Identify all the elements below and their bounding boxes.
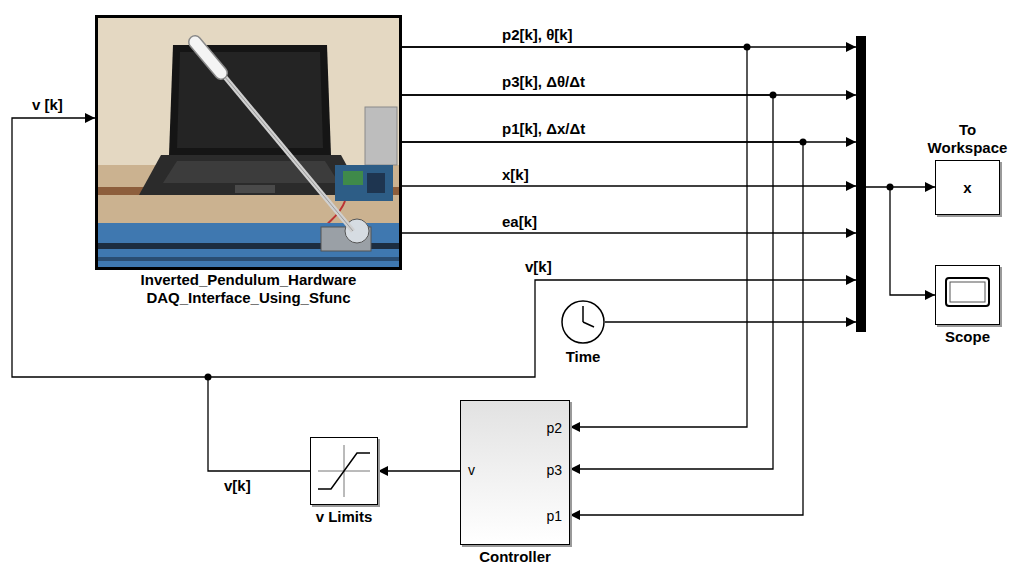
signal-label: v[k] <box>222 477 253 495</box>
signal-label: p2[k], θ[k] <box>500 26 575 44</box>
saturation-icon <box>318 445 370 497</box>
clock-outline <box>561 300 605 344</box>
signal-label: v [k] <box>30 96 65 114</box>
signal-wire <box>866 186 935 187</box>
signal-connector <box>402 47 747 427</box>
signal-wire <box>605 321 856 322</box>
junction-dots <box>205 44 894 381</box>
block-name: Scope <box>945 328 990 346</box>
clock-face <box>562 301 604 343</box>
signal-connector <box>402 95 773 469</box>
signal-wires <box>208 47 935 377</box>
to-workspace-block: To Workspacex <box>935 160 1000 215</box>
port-label: p3 <box>546 461 562 479</box>
block-name: To Workspace <box>922 121 1014 157</box>
block-name: Controller <box>479 548 551 566</box>
port-label: p1 <box>546 507 562 525</box>
signal-label: p3[k], Δθ/Δt <box>500 73 587 91</box>
saturation-block: v Limits <box>310 437 378 505</box>
signal-label: p1[k], Δx/Δt <box>500 120 587 138</box>
junction-dot <box>887 184 894 191</box>
signal-label: x[k] <box>500 166 531 184</box>
signal-connector <box>378 470 460 471</box>
hardware-block: Inverted_Pendulum_Hardware DAQ_Interface… <box>95 15 402 270</box>
clock-hands <box>583 306 594 327</box>
port-label: p2 <box>546 419 562 437</box>
block-name: v Limits <box>316 508 373 526</box>
controller-subsystem: p2p3p1vController <box>460 400 570 545</box>
signal-wire <box>402 232 856 233</box>
signal-label: ea[k] <box>500 213 539 231</box>
block-name: Time <box>566 348 601 366</box>
mux-bar <box>856 36 866 332</box>
block-name: Inverted_Pendulum_Hardware DAQ_Interface… <box>79 271 419 307</box>
signal-wire <box>402 185 856 186</box>
scope-block: Scope <box>935 265 1000 325</box>
scope-screen <box>946 278 989 306</box>
port-label: v <box>468 461 475 479</box>
hardware-photo <box>95 15 402 270</box>
clock-source: Time <box>561 300 605 344</box>
variable-name: x <box>963 179 971 197</box>
signal-wire <box>890 187 935 295</box>
signal-label: v[k] <box>523 258 554 276</box>
